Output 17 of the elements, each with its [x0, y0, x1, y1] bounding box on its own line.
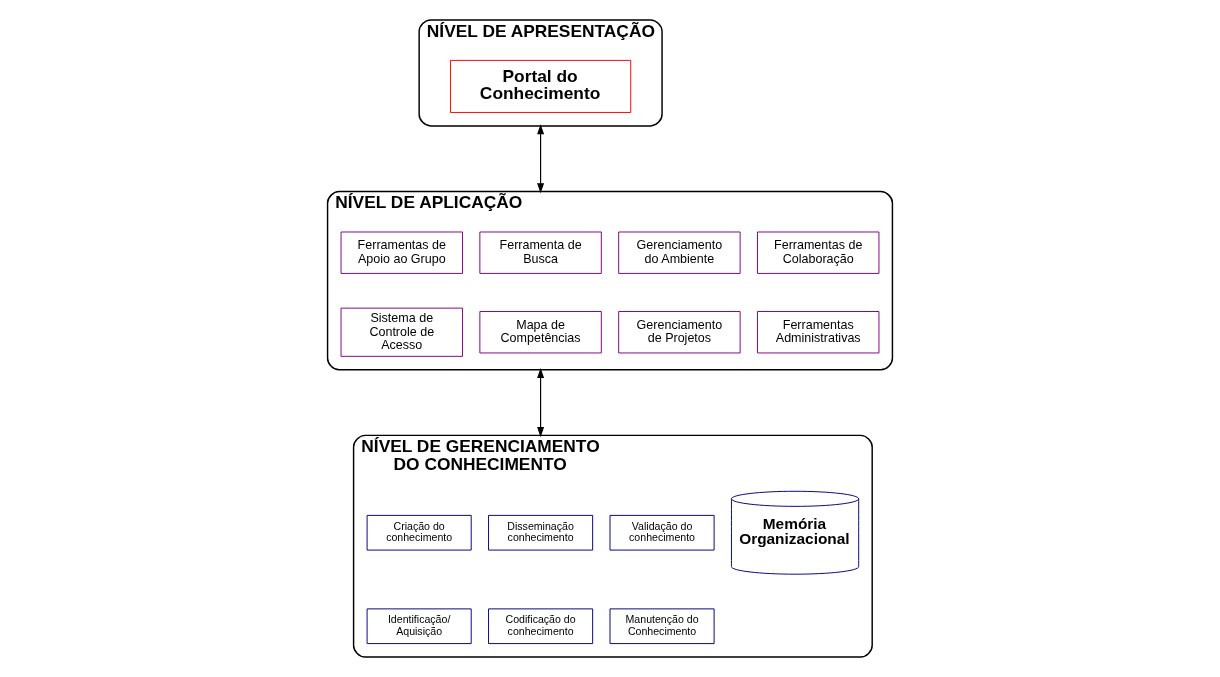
node-box: Portal do Conhecimento [450, 59, 632, 113]
node-box: Ferramentas de Apoio ao Grupo [340, 231, 463, 274]
node-box: Ferramenta de Busca [479, 231, 602, 274]
node-box: Ferramentas Administrativas [757, 311, 880, 354]
node-box: Validação do conhecimento [609, 514, 715, 551]
arrow [537, 368, 545, 438]
node-box: Gerenciamento de Projetos [618, 311, 741, 354]
arrow [537, 124, 545, 194]
node-box: Criação do conhecimento [366, 514, 472, 551]
node-box: Mapa de Competências [479, 311, 602, 354]
node-box: Sistema de Controle de Acesso [340, 307, 463, 357]
node-box: Manutenção do Conhecimento [609, 608, 715, 645]
node-box: Gerenciamento do Ambiente [618, 231, 741, 274]
node-box: Codificação do conhecimento [488, 608, 594, 645]
node-box: Disseminação conhecimento [488, 514, 594, 551]
node-box: Ferramentas de Colaboração [757, 231, 880, 274]
node-box: Identificação/ Aquisição [366, 608, 472, 645]
